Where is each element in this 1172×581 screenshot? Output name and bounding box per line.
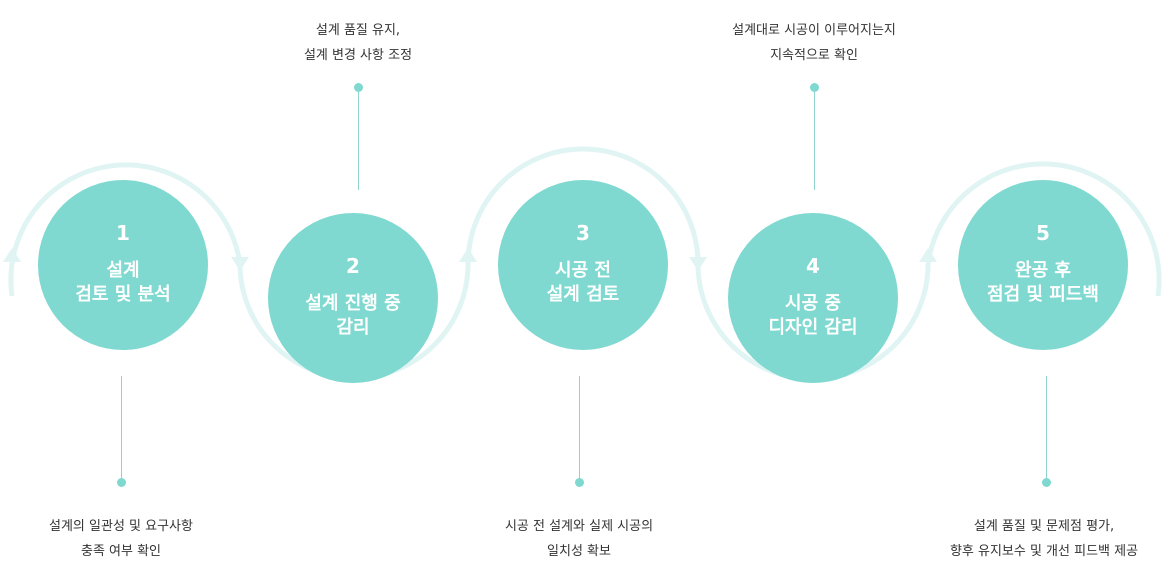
step-5-note: 설계 품질 및 문제점 평가, 향후 유지보수 및 개선 피드백 제공 [949, 519, 1139, 559]
connector-line-2 [358, 92, 359, 190]
arc-top-1 [8, 162, 243, 297]
arrow-down-icon [689, 257, 707, 271]
step-3-note: 시공 전 설계와 실제 시공의 일치성 확보 [504, 519, 654, 559]
step-title: 설계 검토 및 분석 [75, 260, 171, 305]
connector-line-4 [814, 92, 815, 190]
connector-dot-5 [1042, 478, 1051, 487]
step-4-note: 설계대로 시공이 이루어지는지 지속적으로 확인 [732, 23, 896, 63]
arc-top-3 [465, 146, 701, 265]
connector-line-5 [1046, 376, 1047, 480]
arrow-up-icon [459, 248, 477, 262]
connector-dot-3 [575, 478, 584, 487]
arrow-down-icon [231, 257, 249, 271]
step-number: 5 [1036, 221, 1050, 245]
step-1-note: 설계의 일관성 및 요구사항 충족 여부 확인 [49, 519, 193, 559]
step-2-note: 설계 품질 유지, 설계 변경 사항 조정 [303, 23, 413, 63]
step-3-circle: 3 시공 전 설계 검토 [498, 180, 668, 350]
step-5-circle: 5 완공 후 점검 및 피드백 [958, 180, 1128, 350]
step-number: 2 [346, 254, 360, 278]
step-title: 시공 중 디자인 감리 [768, 293, 858, 338]
step-number: 3 [576, 221, 590, 245]
step-title: 설계 진행 중 감리 [305, 293, 401, 338]
connector-dot-2 [354, 83, 363, 92]
connector-line-1 [121, 376, 122, 480]
connector-dot-4 [810, 83, 819, 92]
step-number: 1 [116, 221, 130, 245]
arc-top-5 [925, 161, 1162, 297]
connector-line-3 [579, 376, 580, 480]
step-number: 4 [806, 254, 820, 278]
step-4-circle: 4 시공 중 디자인 감리 [728, 213, 898, 383]
arrow-up-icon [919, 248, 937, 262]
step-1-circle: 1 설계 검토 및 분석 [38, 180, 208, 350]
step-2-circle: 2 설계 진행 중 감리 [268, 213, 438, 383]
step-title: 완공 후 점검 및 피드백 [987, 260, 1099, 305]
connector-dot-1 [117, 478, 126, 487]
arrow-up-icon [3, 248, 21, 262]
step-title: 시공 전 설계 검토 [546, 260, 620, 305]
